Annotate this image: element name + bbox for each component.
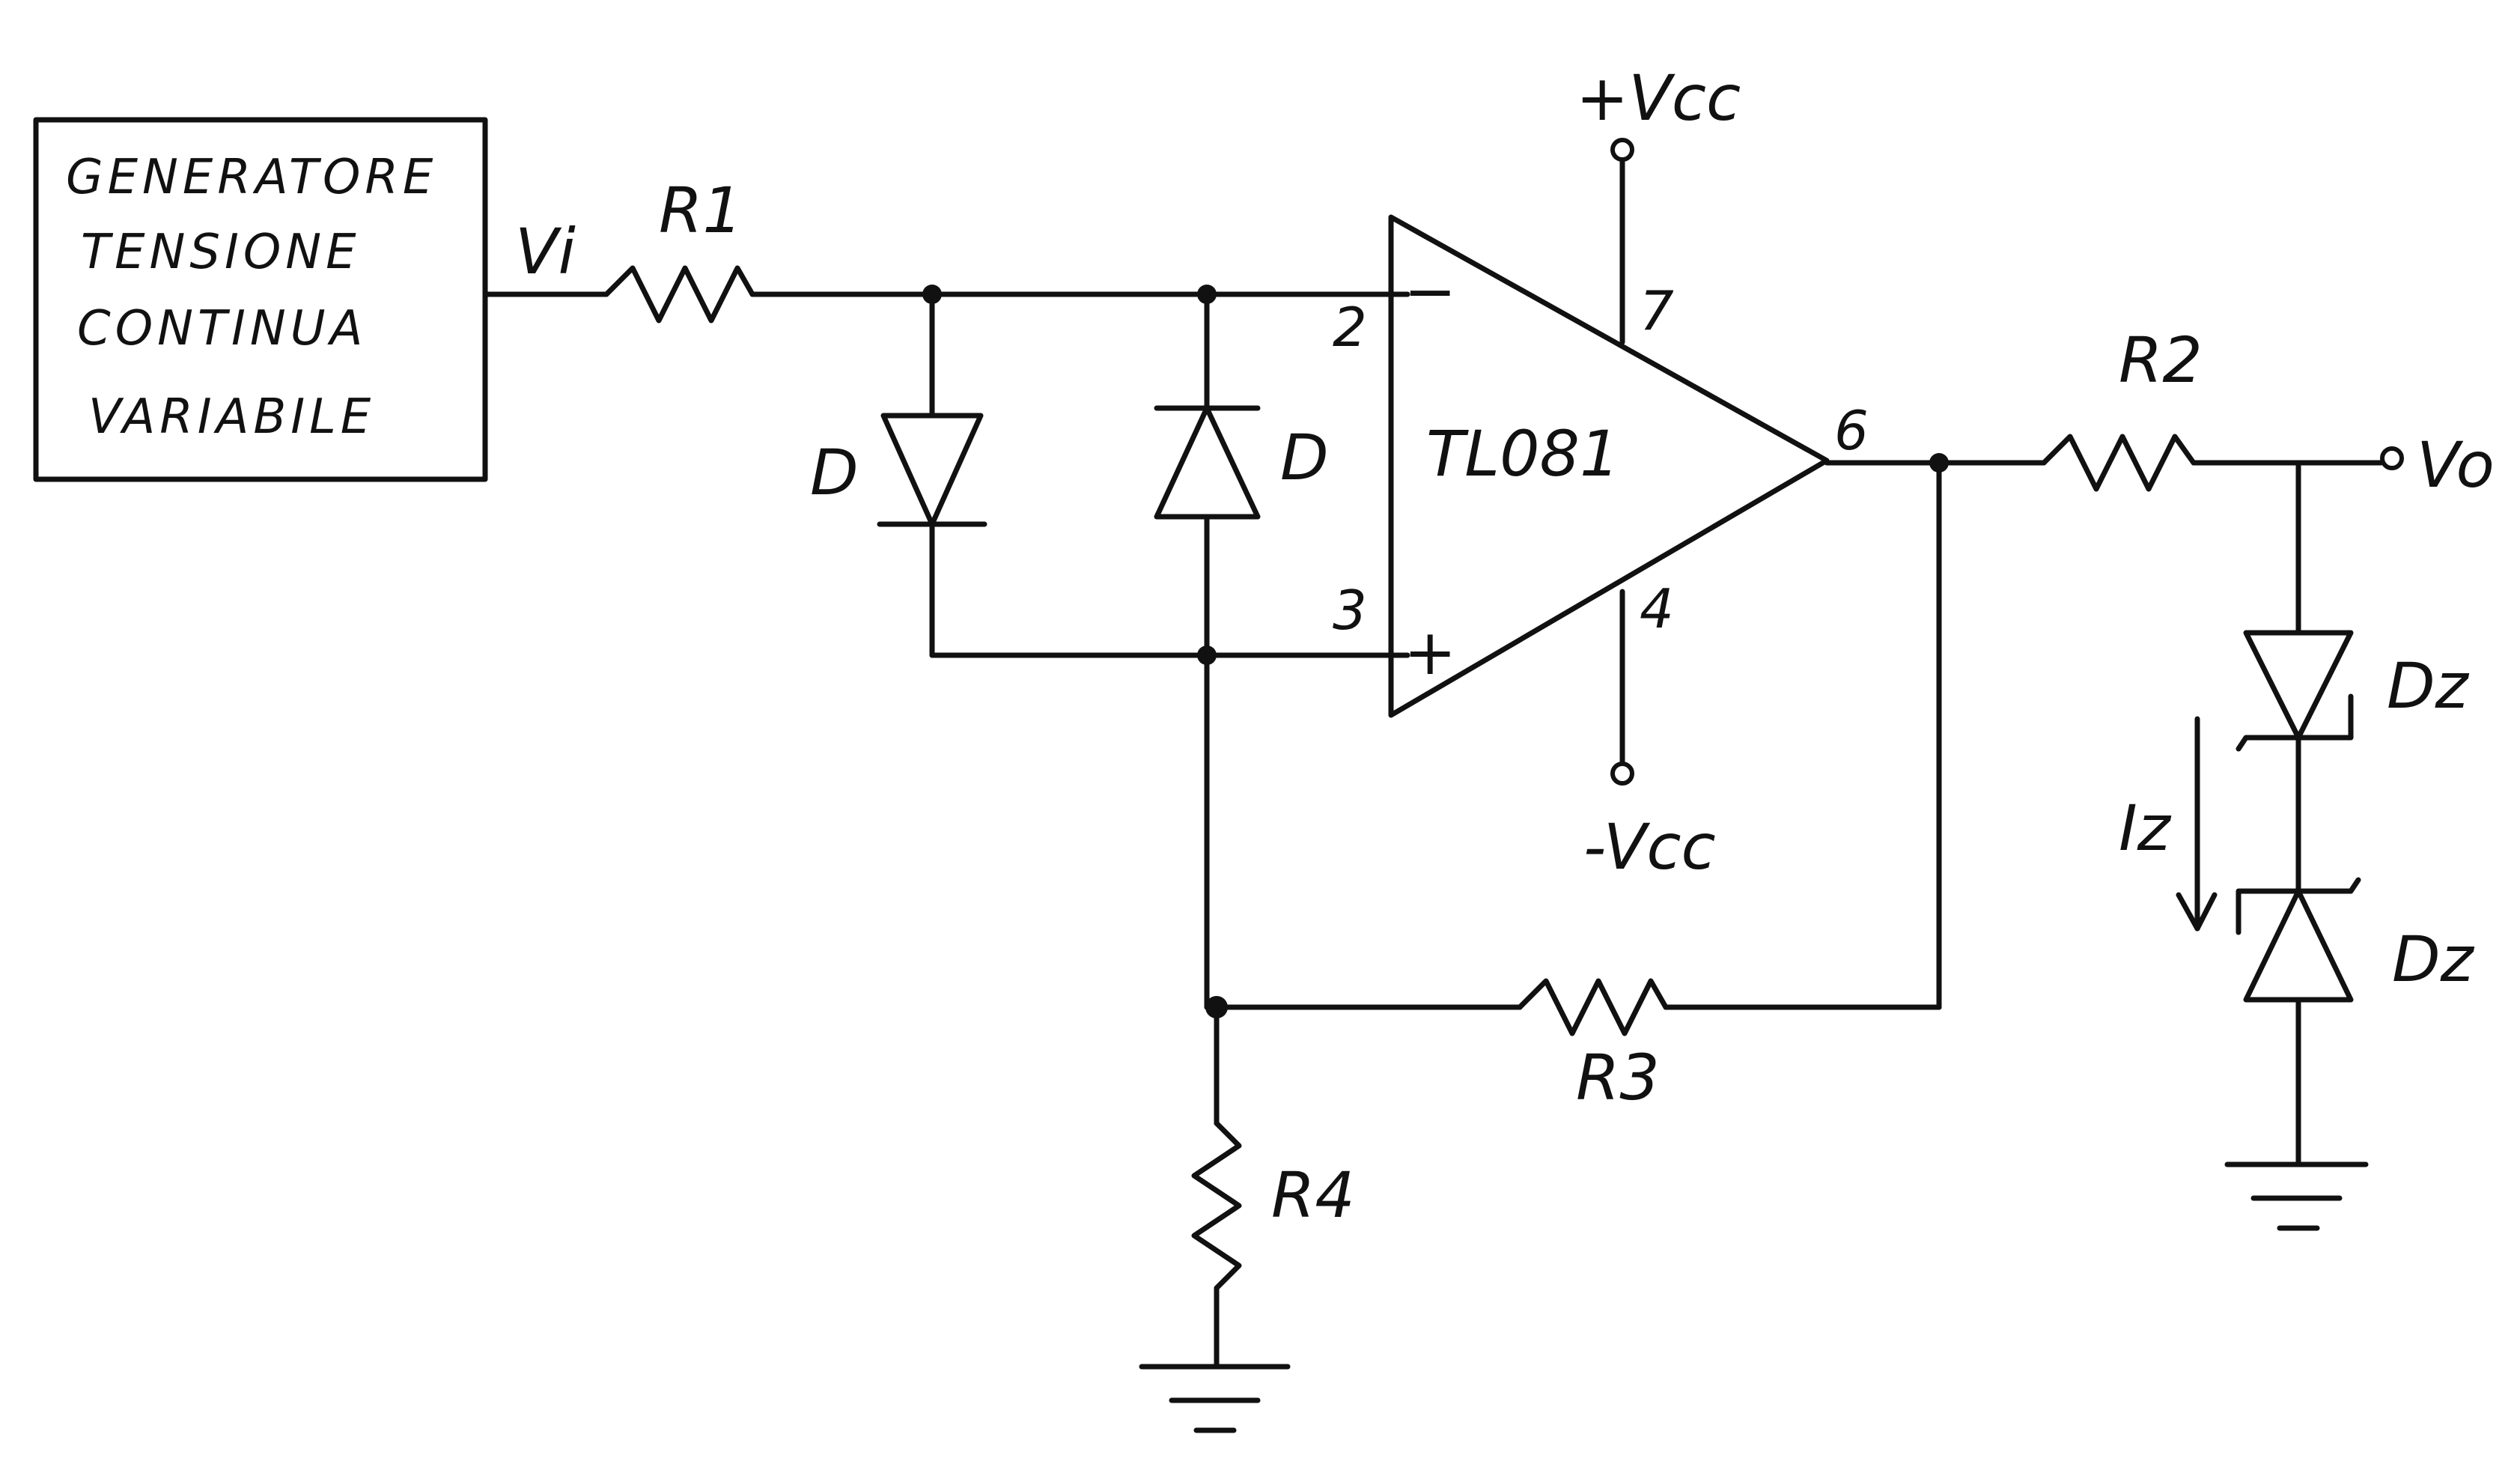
pin-inverting-sign: −	[1404, 255, 1456, 328]
zener-branch	[2236, 460, 2361, 1167]
pin-number-7: 7	[1640, 279, 1674, 342]
label-vo: Vo	[2417, 428, 2495, 502]
voltage-generator-block: GENERATORE TENSIONE CONTINUA VARIABILE	[33, 117, 488, 482]
feedback-wire	[1204, 460, 1942, 1036]
label-dz-bottom: Dz	[2392, 923, 2475, 996]
label-r3: R3	[1576, 1041, 1660, 1114]
label-vcc-positive: +Vcc	[1576, 61, 1741, 135]
label-vi: Vi	[515, 215, 576, 288]
diode-right	[1154, 291, 1261, 1010]
current-arrow-iz	[2176, 716, 2218, 932]
resistor-r4	[1191, 1120, 1242, 1291]
generator-line-1: GENERATORE	[66, 150, 437, 205]
label-d-right: D	[1280, 421, 1329, 494]
generator-line-4: VARIABILE	[88, 389, 375, 445]
diode-left	[877, 291, 987, 658]
junction-dot	[1197, 646, 1217, 665]
label-iz: Iz	[2119, 792, 2172, 865]
pin-number-3: 3	[1333, 579, 1367, 642]
opamp-label: TL081	[1426, 417, 1619, 490]
ground-symbol-left	[1139, 1364, 1291, 1433]
resistor-r2	[2041, 434, 2197, 492]
ground-symbol-right	[2224, 1161, 2369, 1231]
label-d-left: D	[810, 436, 859, 509]
generator-line-3: CONTINUA	[77, 301, 367, 356]
pin-number-4: 4	[1640, 577, 1674, 640]
label-r2: R2	[2119, 324, 2203, 397]
pin-noninverting-sign: +	[1404, 616, 1456, 689]
label-dz-top: Dz	[2387, 649, 2470, 723]
pin-number-2: 2	[1333, 296, 1367, 359]
pin-number-6: 6	[1834, 399, 1869, 462]
input-wire	[482, 265, 1410, 324]
resistor-r3	[1517, 978, 1669, 1036]
label-r4: R4	[1271, 1158, 1355, 1232]
resistor-r1	[603, 265, 755, 324]
supply-positive	[1610, 138, 1634, 345]
supply-negative	[1610, 589, 1634, 786]
output-terminal	[2380, 446, 2404, 470]
generator-line-2: TENSIONE	[81, 225, 361, 280]
label-r1: R1	[659, 174, 743, 247]
resistor-r4-branch	[1191, 1004, 1242, 1370]
opamp-tl081	[1388, 214, 1830, 718]
label-vcc-negative: -Vcc	[1583, 810, 1716, 884]
